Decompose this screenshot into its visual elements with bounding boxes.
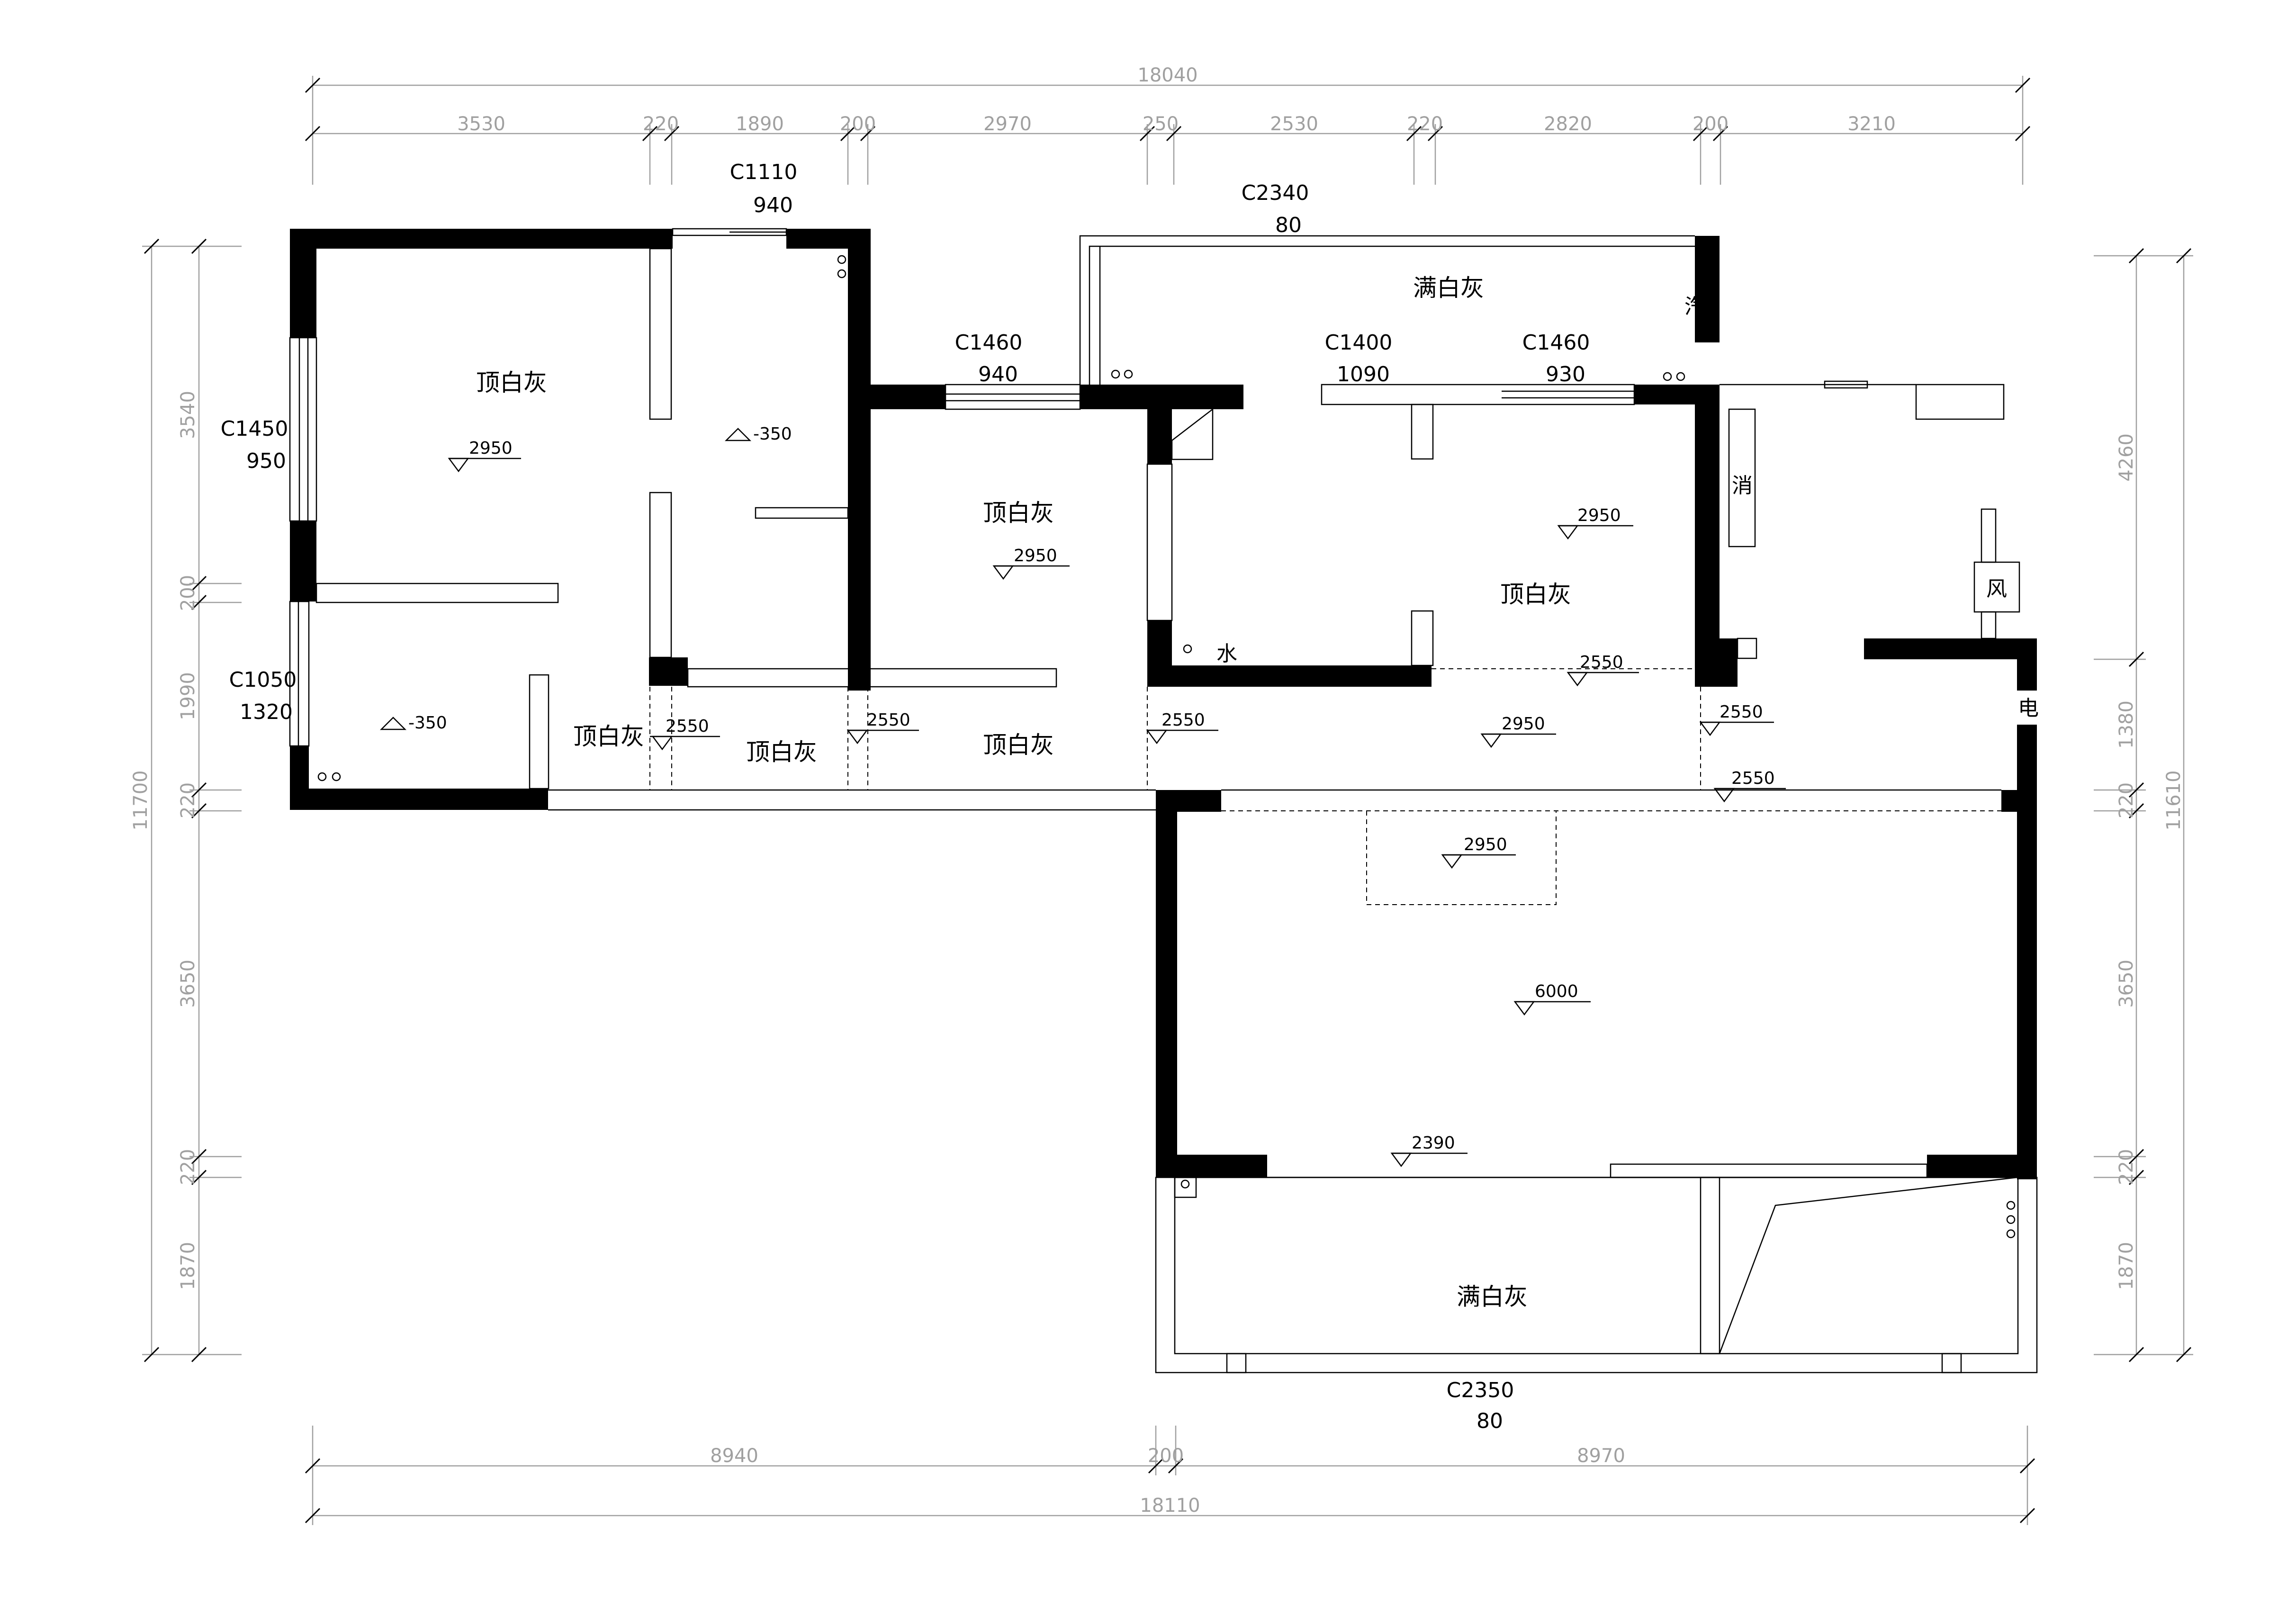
dim-left-seg: 1990 xyxy=(177,672,199,720)
dim-top-seg: 200 xyxy=(840,113,876,135)
window-code: C1460 xyxy=(955,331,1023,355)
window-code: C1110 xyxy=(730,160,798,184)
window-code: C1050 xyxy=(229,668,297,692)
dim-right-seg: 1380 xyxy=(2116,700,2137,749)
room-label: 满白灰 xyxy=(1457,1283,1528,1311)
room-label: 满白灰 xyxy=(1413,274,1484,302)
window-size: 940 xyxy=(753,193,793,217)
dim-top-seg: 2530 xyxy=(1270,113,1318,135)
left-dimension-lines: 11700 3540 200 1990 220 3650 220 1870 xyxy=(130,238,242,1363)
elevation-label: 2550 xyxy=(1720,702,1763,722)
elevation-label: 2550 xyxy=(666,717,709,736)
room-label: 顶白灰 xyxy=(746,738,817,766)
water-symbol: 水 xyxy=(1216,642,1237,666)
walls xyxy=(290,229,2037,1179)
dim-right-seg: 3650 xyxy=(2116,960,2137,1008)
window-size: 930 xyxy=(1546,362,1585,386)
dim-left-seg: 1870 xyxy=(177,1242,199,1290)
elevation-label: 2950 xyxy=(1464,835,1507,854)
dim-bottom-seg: 200 xyxy=(1148,1445,1184,1467)
dim-top-seg: 3530 xyxy=(457,113,505,135)
elevation-label: 2950 xyxy=(1577,506,1621,525)
window-size: 1320 xyxy=(240,700,293,724)
dim-right-seg: 4260 xyxy=(2116,433,2137,482)
elevation-markers: 2950 -350 2950 2950 -350 2550 2550 2550 … xyxy=(379,424,1786,1167)
window-size: 940 xyxy=(978,362,1018,386)
dim-top-seg: 2820 xyxy=(1544,113,1592,135)
right-dimension-lines: 11610 4260 1380 220 3650 220 1870 xyxy=(2094,248,2193,1363)
room-label: 顶白灰 xyxy=(1500,581,1571,608)
window-size: 1090 xyxy=(1337,362,1390,386)
dim-top-seg: 220 xyxy=(1407,113,1443,135)
dim-left-seg: 3650 xyxy=(177,960,199,1008)
dim-bottom-total: 18110 xyxy=(1140,1495,1200,1517)
elevation-label: 2950 xyxy=(1502,714,1545,734)
window-size: 80 xyxy=(1275,213,1302,237)
elevation-label: 2950 xyxy=(469,439,513,458)
symbol-labels: 汽 消 风 电 水 xyxy=(1216,295,2039,720)
room-label: 顶白灰 xyxy=(476,369,547,396)
dim-right-seg: 220 xyxy=(2116,1149,2137,1185)
dim-top-seg: 2970 xyxy=(983,113,1032,135)
window-code: C1450 xyxy=(221,417,288,441)
elevation-label: 2550 xyxy=(1580,653,1623,672)
dim-top-total: 18040 xyxy=(1137,64,1198,86)
dim-bottom-seg: 8970 xyxy=(1577,1445,1625,1467)
window-code: C1400 xyxy=(1325,331,1393,355)
elevation-label: 2950 xyxy=(1014,546,1057,566)
dim-top-seg: 3210 xyxy=(1847,113,1896,135)
window-size: 950 xyxy=(246,449,286,473)
window-size: 80 xyxy=(1477,1409,1503,1433)
window-labels: C1110 940 C2340 80 C1460 940 C1400 1090 … xyxy=(221,160,1590,1433)
fixture-circles xyxy=(317,255,2016,1239)
room-label: 顶白灰 xyxy=(983,499,1054,527)
dim-left-seg: 220 xyxy=(177,782,199,818)
window-code: C2340 xyxy=(1242,181,1309,205)
elevation-label: 2550 xyxy=(1731,769,1775,788)
window-code: C2350 xyxy=(1447,1378,1514,1402)
elevation-label: -350 xyxy=(408,713,447,733)
top-dimension-lines: 18040 3530 220 1890 200 2970 250 2530 22… xyxy=(305,64,2031,185)
dim-top-seg: 1890 xyxy=(736,113,784,135)
elevation-label: 6000 xyxy=(1535,982,1578,1001)
dim-right-total: 11610 xyxy=(2163,770,2185,830)
room-label: 顶白灰 xyxy=(983,731,1054,759)
thin-lines xyxy=(289,228,2038,1374)
elevation-label: 2550 xyxy=(867,710,910,730)
elevation-label: 2550 xyxy=(1162,710,1205,730)
dim-left-total: 11700 xyxy=(130,770,152,830)
dim-top-seg: 200 xyxy=(1693,113,1729,135)
room-label: 顶白灰 xyxy=(573,723,644,750)
electric-symbol: 电 xyxy=(2018,696,2039,720)
dim-left-seg: 200 xyxy=(177,575,199,611)
dim-left-seg: 3540 xyxy=(177,391,199,439)
fire-symbol: 消 xyxy=(1732,474,1753,498)
dim-right-seg: 220 xyxy=(2116,782,2137,818)
dim-right-seg: 1870 xyxy=(2116,1242,2137,1290)
dim-left-seg: 220 xyxy=(177,1149,199,1185)
elevation-label: -350 xyxy=(753,424,792,444)
room-labels: 顶白灰 满白灰 顶白灰 顶白灰 顶白灰 顶白灰 顶白灰 满白灰 xyxy=(476,274,1571,1311)
wind-symbol: 风 xyxy=(1986,577,2007,601)
window-code: C1460 xyxy=(1522,331,1590,355)
dashed-lines xyxy=(649,668,2001,905)
dim-top-seg: 250 xyxy=(1143,113,1179,135)
elevation-label: 2390 xyxy=(1412,1133,1455,1153)
gas-symbol: 汽 xyxy=(1684,295,1705,319)
dim-bottom-seg: 8940 xyxy=(710,1445,758,1467)
bottom-dimension-lines: 8940 200 8970 18110 xyxy=(305,1426,2035,1525)
dim-top-seg: 220 xyxy=(643,113,679,135)
